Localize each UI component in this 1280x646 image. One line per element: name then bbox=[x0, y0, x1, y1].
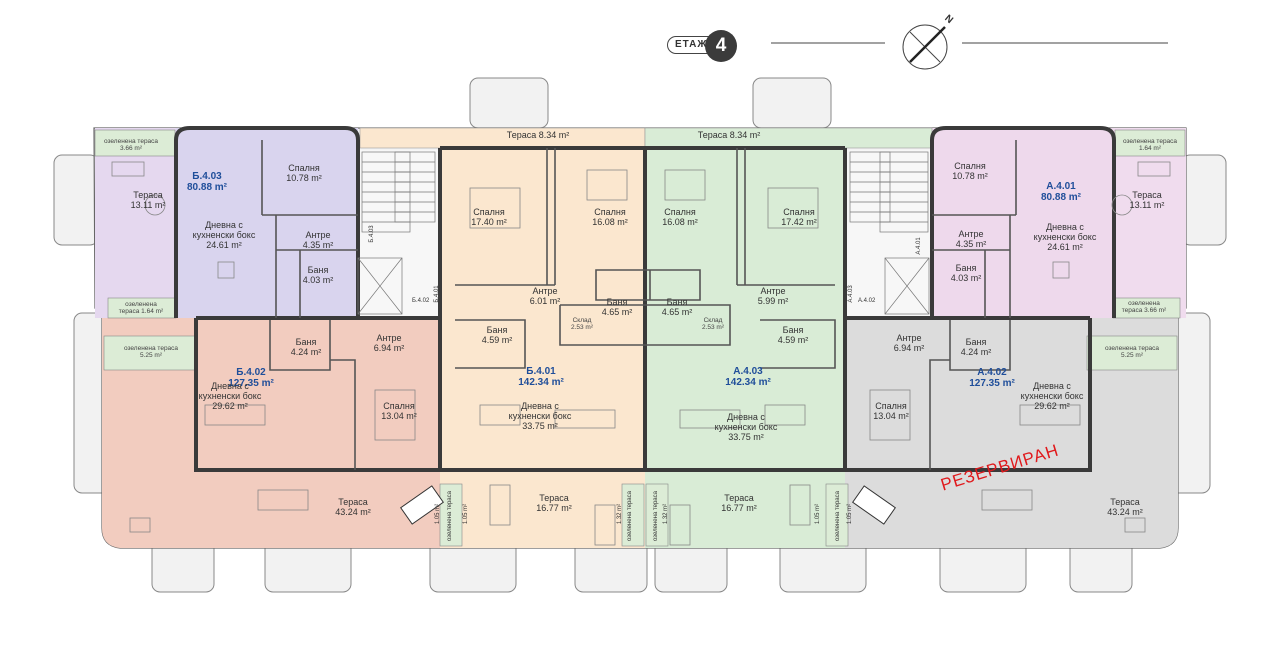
a402-green-vertical: озеленена тераса bbox=[835, 491, 841, 541]
furniture bbox=[111, 161, 1171, 546]
floor-number: 4 bbox=[705, 30, 737, 62]
b403-terrace-area bbox=[95, 128, 176, 318]
north-arrow-icon bbox=[902, 24, 948, 70]
a401-terrace-area bbox=[1114, 128, 1186, 318]
entry-tag-a401: А.4.01 bbox=[916, 237, 922, 255]
terrace-top-left-label: Тераса 8.34 m² bbox=[506, 130, 570, 140]
a403-green-vertical-area: 1.32 m² bbox=[663, 503, 669, 525]
terrace-top-right-label: Тераса 8.34 m² bbox=[697, 130, 761, 140]
top-terrace-right bbox=[644, 127, 933, 149]
a402-area bbox=[845, 318, 1178, 548]
core-left bbox=[358, 150, 440, 318]
entry-tag-b401: Б.4.01 bbox=[434, 285, 440, 303]
b402-terrace-vertical-area: 1.05 m² bbox=[435, 503, 441, 525]
interior-walls bbox=[261, 140, 1017, 470]
entry-tag-b402: Б.4.02 bbox=[412, 298, 430, 304]
loungers bbox=[400, 485, 896, 525]
entry-tag-b403: Б.4.03 bbox=[369, 225, 375, 243]
b401-green-vertical-area2: 1.32 m² bbox=[617, 503, 623, 525]
a403-green-vertical: озеленена тераса bbox=[653, 491, 659, 541]
core-right bbox=[845, 150, 932, 318]
terrace-bumps-top bbox=[469, 77, 832, 129]
walls bbox=[174, 126, 1116, 472]
a402-green-vertical-area: 1.05 m² bbox=[847, 503, 853, 525]
green-terraces bbox=[94, 129, 1186, 547]
b401-green-vertical-area: 1.05 m² bbox=[463, 503, 469, 525]
a401-area bbox=[932, 128, 1114, 318]
b403-area bbox=[176, 128, 358, 318]
floor-badge: ЕТАЖ 4 bbox=[667, 30, 741, 62]
b401-green-vertical: озеленена тераса bbox=[627, 491, 633, 541]
b402-green-vertical: озеленена тераса bbox=[447, 491, 453, 541]
entry-tag-a402: А.4.02 bbox=[858, 298, 876, 304]
stair-left bbox=[357, 151, 436, 315]
entry-tag-a403: А.4.03 bbox=[848, 285, 854, 303]
floor-label: ЕТАЖ bbox=[675, 39, 708, 50]
a403-green-vertical-area2: 1.05 m² bbox=[815, 503, 821, 525]
top-terrace-left bbox=[359, 127, 646, 149]
b401-area bbox=[440, 128, 645, 548]
stair-right bbox=[849, 151, 930, 315]
